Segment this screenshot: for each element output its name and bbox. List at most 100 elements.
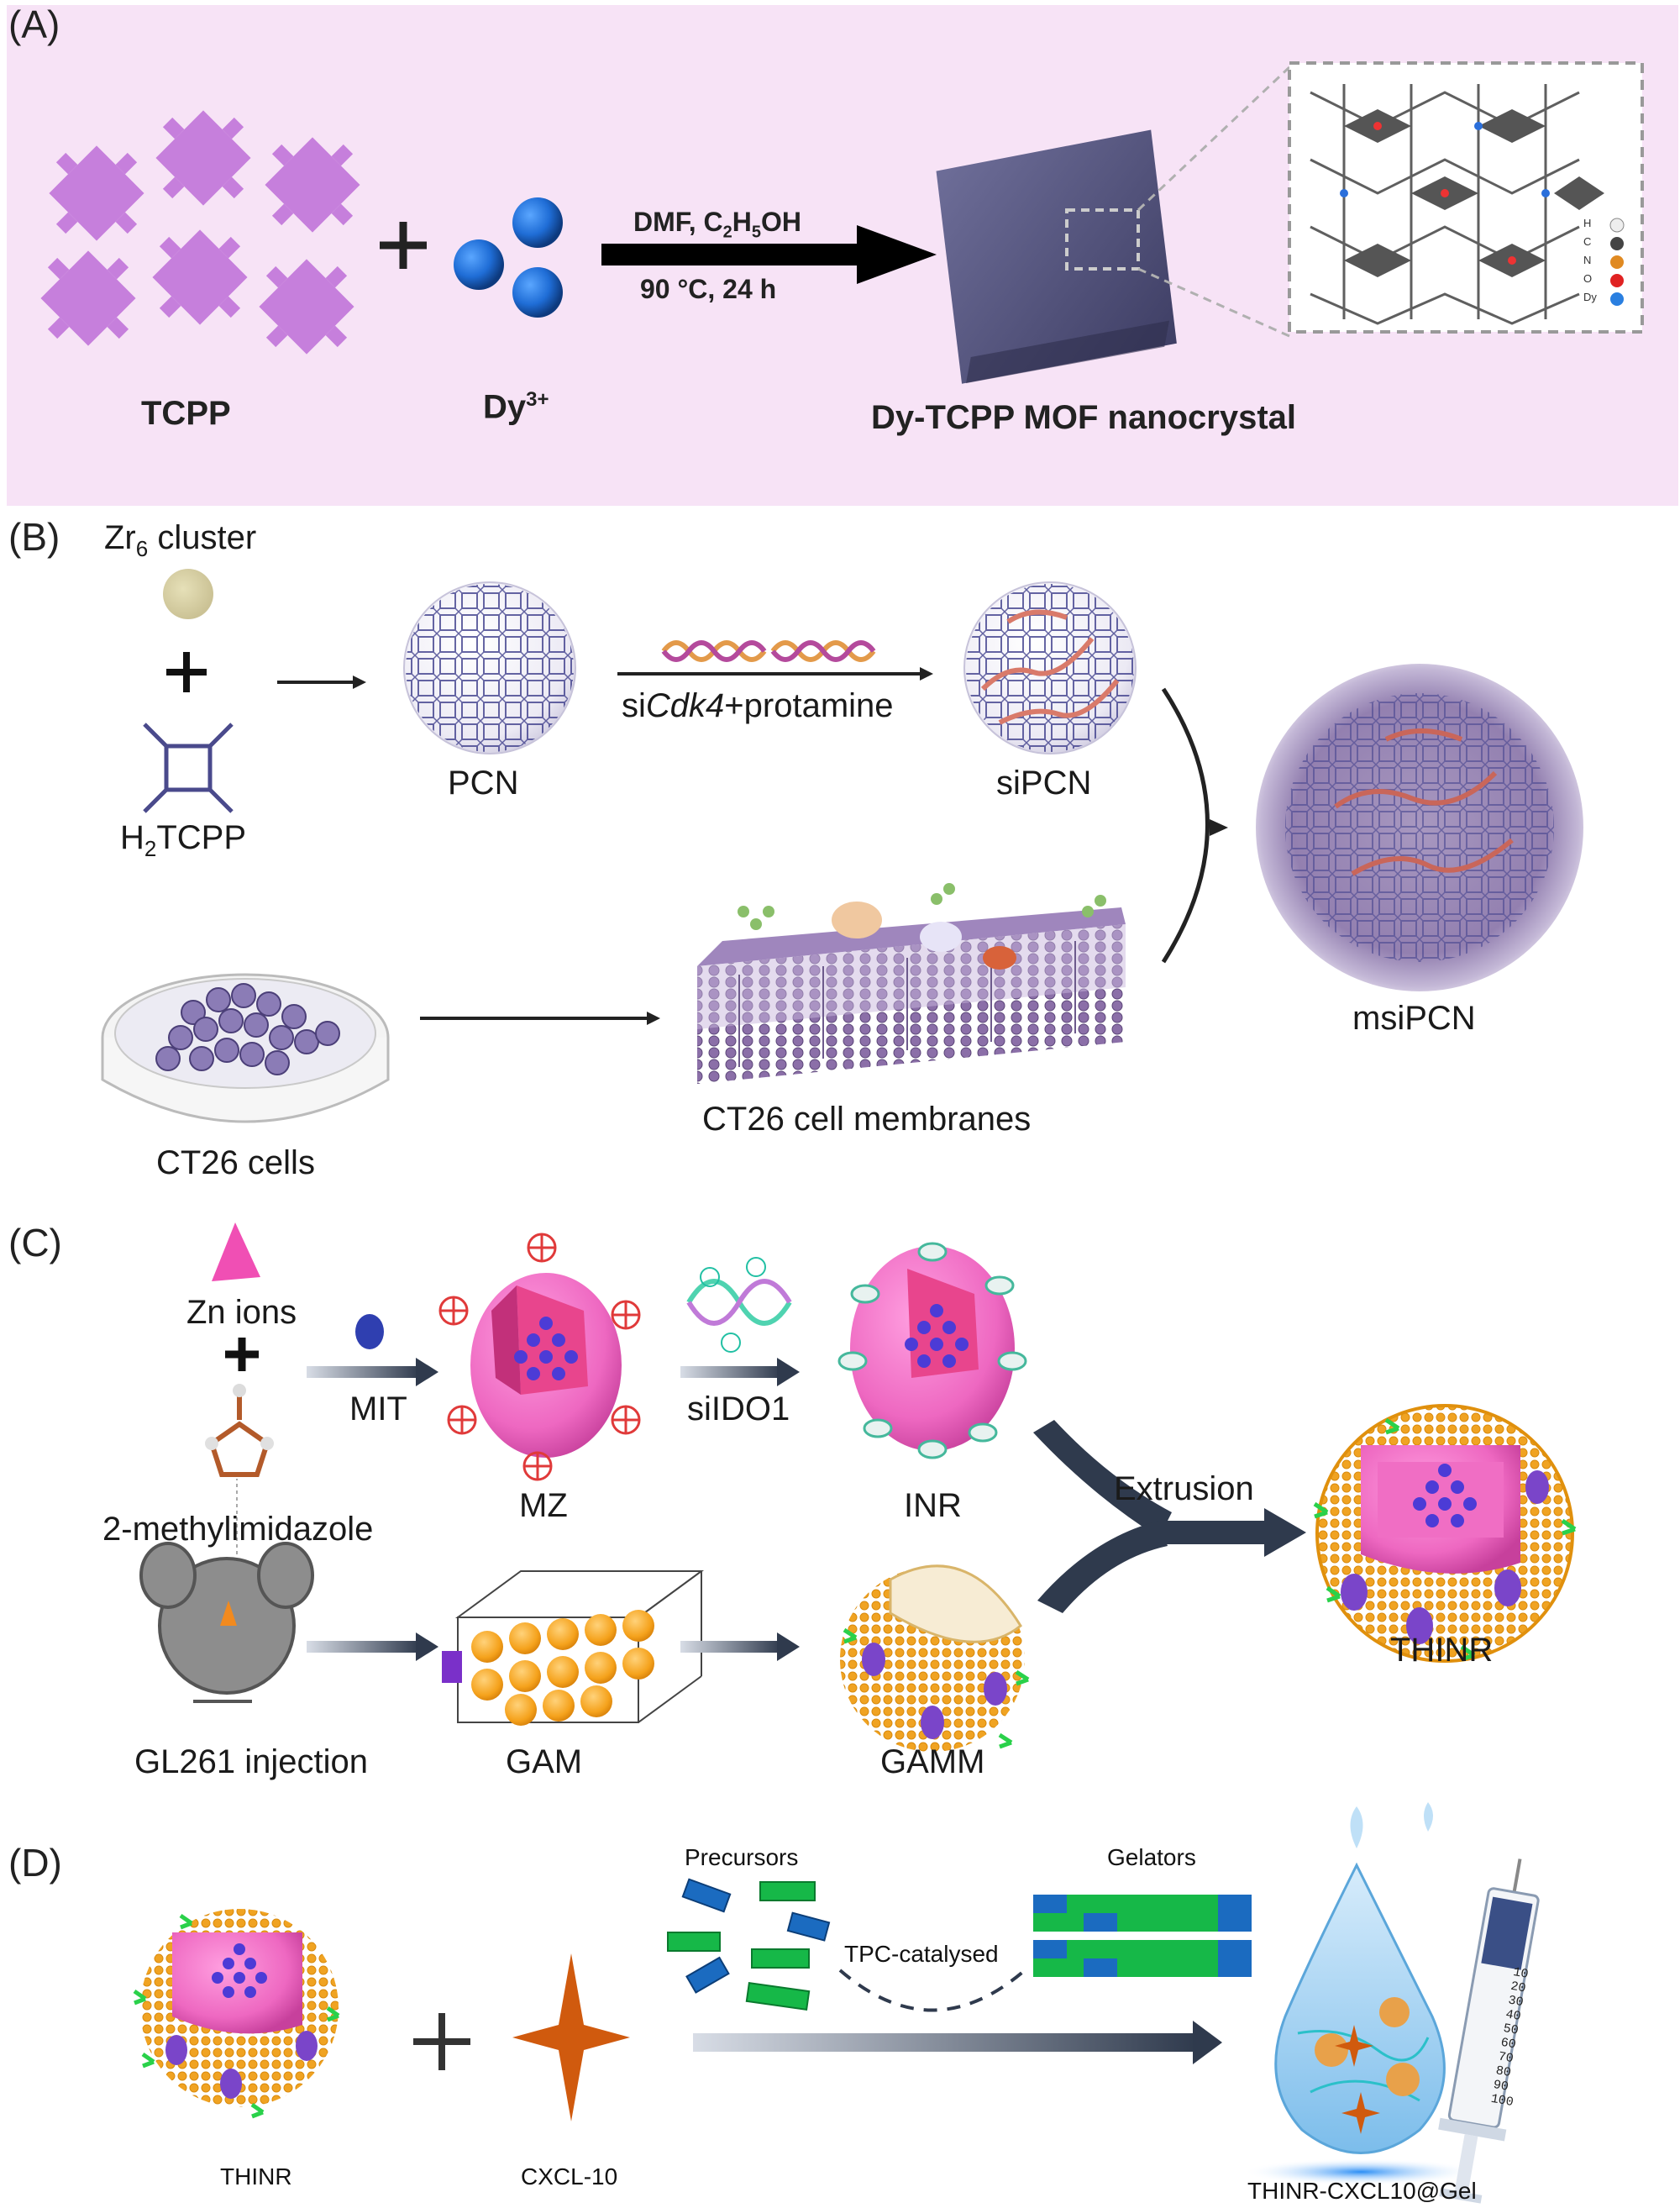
dy-ions xyxy=(454,197,563,318)
h2tcpp-label: H2TCPP xyxy=(120,819,246,862)
solvent-sub-2: 5 xyxy=(751,223,762,242)
methylimidazole-label: 2-methylimidazole xyxy=(102,1511,374,1548)
mz-nanoparticle-icon xyxy=(470,1273,622,1458)
dy-text: Dy xyxy=(483,388,527,426)
plus-icon xyxy=(225,1338,259,1371)
petri-dish-icon xyxy=(101,973,390,1123)
solvent-text-2: H xyxy=(732,207,752,237)
atom-legend-labels: H C N O Dy xyxy=(1583,214,1597,307)
panel-d-letter: (D) xyxy=(8,1841,62,1885)
si-prefix: si xyxy=(622,687,646,724)
plus-icon xyxy=(413,2013,470,2070)
solvent-text-1: DMF, C xyxy=(633,207,723,237)
precursors-label: Precursors xyxy=(685,1844,799,1870)
crystal-structure-inset xyxy=(1288,61,1644,334)
arrow-icon xyxy=(680,1632,800,1661)
positive-charge-icons xyxy=(438,1233,641,1481)
siido1-label: siIDO1 xyxy=(687,1391,790,1427)
product-label: Dy-TCPP MOF nanocrystal xyxy=(871,399,1297,436)
cxcl10-label: CXCL-10 xyxy=(521,2163,618,2190)
gamm-vesicle-icon xyxy=(840,1564,1030,1752)
mit-label: MIT xyxy=(349,1391,407,1427)
thinr-small-icon xyxy=(133,1909,340,2119)
reaction-temperature-label: 90 °C, 24 h xyxy=(640,274,777,304)
extrusion-arrow-icon xyxy=(1033,1420,1306,1613)
solvent-sub-1: 2 xyxy=(722,223,732,242)
zr-text: Zr xyxy=(104,519,136,556)
gamm-label: GAMM xyxy=(880,1743,985,1780)
arrow-icon xyxy=(277,676,366,689)
atom-legend xyxy=(1609,218,1625,306)
solvent-text-3: OH xyxy=(761,207,802,237)
reaction-solvent-label: DMF, C2H5OH xyxy=(633,207,801,242)
mof-nanocrystal xyxy=(936,66,1291,384)
cdk4-italic: Cdk4 xyxy=(645,687,725,724)
gl261-injection-label: GL261 injection xyxy=(134,1743,368,1780)
arrow-icon xyxy=(420,1012,660,1025)
tcpp-label: TCPP xyxy=(141,395,231,432)
gam-container-icon xyxy=(442,1570,705,1726)
plus-icon xyxy=(166,652,207,692)
h2tcpp-linker-icon xyxy=(143,723,234,813)
arrow-icon xyxy=(617,667,933,681)
thinr-label-d: THINR xyxy=(220,2163,292,2190)
panel-b-letter: (B) xyxy=(8,515,60,559)
thinr-nanoparticle-icon xyxy=(1313,1404,1577,1663)
legend-c: C xyxy=(1583,235,1592,248)
thinr-cxcl10-gel-label: THINR-CXCL10@Gel xyxy=(1247,2178,1477,2204)
legend-dy: Dy xyxy=(1583,291,1597,303)
h2-sub: 2 xyxy=(144,836,157,861)
arrow-icon xyxy=(693,2021,1222,2064)
syringe-icon xyxy=(1438,1858,1540,2204)
catalysis-path xyxy=(838,1969,1026,2012)
mz-label: MZ xyxy=(519,1487,568,1524)
h2-text: H xyxy=(120,819,144,856)
legend-o: O xyxy=(1583,272,1593,285)
zn-ions-label: Zn ions xyxy=(186,1294,297,1331)
tpc-catalysed-label: TPC-catalysed xyxy=(844,1941,999,1967)
inr-label: INR xyxy=(904,1487,962,1524)
dy-label: Dy3+ xyxy=(483,388,549,426)
msipcn-label: msiPCN xyxy=(1352,1000,1476,1037)
cxcl10-star-icon xyxy=(512,1953,630,2121)
ct26-cells-label: CT26 cells xyxy=(156,1144,315,1181)
zr-cluster-text: cluster xyxy=(148,519,257,556)
arrow-icon xyxy=(601,225,937,284)
gam-label: GAM xyxy=(506,1743,583,1780)
legend-n: N xyxy=(1583,254,1592,266)
ct26-membranes-label: CT26 cell membranes xyxy=(702,1101,1032,1138)
panel-c-letter: (C) xyxy=(8,1221,62,1264)
tcpp-molecules xyxy=(40,110,360,355)
arrow-icon xyxy=(307,1358,438,1386)
panel-a-letter: (A) xyxy=(8,3,60,46)
arrow-icon xyxy=(680,1358,800,1386)
siido1-icon xyxy=(686,1257,792,1353)
sicdk4-protamine-label: siCdk4+protamine xyxy=(622,687,894,725)
pcn-sphere-icon xyxy=(403,581,576,754)
cell-membrane-icon xyxy=(697,883,1126,1084)
mit-drug-icon xyxy=(355,1314,384,1349)
sirna-protamine-icon xyxy=(661,640,876,662)
gelators-label: Gelators xyxy=(1107,1844,1196,1870)
tcpp-text: TCPP xyxy=(156,819,247,856)
thinr-label-c: THINR xyxy=(1390,1632,1494,1669)
legend-h: H xyxy=(1583,217,1592,229)
sipcn-sphere-icon xyxy=(963,581,1137,754)
dy-superscript: 3+ xyxy=(526,388,549,411)
precursor-blocks xyxy=(667,1878,831,2011)
methylimidazole-icon xyxy=(205,1384,274,1477)
zn-ion-pyramid-icon xyxy=(212,1222,260,1281)
arrow-icon xyxy=(1210,819,1228,836)
mouse-icon xyxy=(139,1479,314,1703)
plus-icon xyxy=(380,222,427,269)
arrow-icon xyxy=(307,1632,438,1661)
inr-nanoparticle-icon xyxy=(837,1242,1027,1459)
pcn-label: PCN xyxy=(448,765,519,802)
extrusion-label: Extrusion xyxy=(1114,1470,1254,1507)
gelator-blocks xyxy=(1033,1895,1252,1977)
zr-cluster-icon xyxy=(163,569,213,619)
protamine-suffix: +protamine xyxy=(724,687,894,724)
zr-cluster-label: Zr6 cluster xyxy=(104,519,256,562)
sipcn-label: siPCN xyxy=(996,765,1092,802)
